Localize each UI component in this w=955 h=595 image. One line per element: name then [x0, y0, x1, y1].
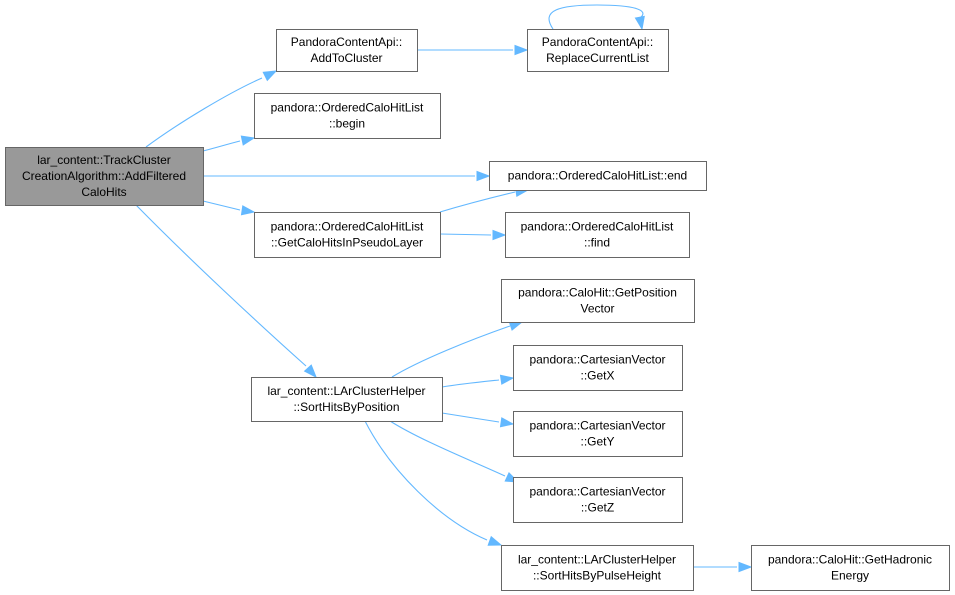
node-label-line: pandora::OrderedCaloHitList — [521, 220, 674, 234]
node-begin[interactable]: pandora::OrderedCaloHitList::begin — [254, 93, 441, 139]
edge-arrowhead — [499, 417, 515, 428]
node-label-line: CaloHits — [81, 185, 126, 199]
edge-sortHitsByPosition-to-getZ — [389, 420, 520, 483]
node-label-line: pandora::CartesianVector — [529, 485, 665, 499]
node-end[interactable]: pandora::OrderedCaloHitList::end — [489, 161, 707, 191]
node-box — [5, 147, 204, 206]
edge-root-to-getCaloHitsInPseudoLayer — [202, 200, 256, 216]
edge-root-to-end — [203, 170, 491, 182]
edge-line — [439, 191, 516, 213]
node-find[interactable]: pandora::OrderedCaloHitList::find — [505, 212, 690, 258]
edge-root-to-begin — [202, 135, 256, 152]
edge-line — [441, 379, 500, 388]
edge-root-to-sortHitsByPosition — [135, 204, 317, 379]
node-label-line: ::GetY — [580, 435, 614, 449]
node-box — [276, 29, 418, 72]
node-box — [513, 477, 683, 523]
node-box — [501, 545, 694, 591]
node-label-line: ReplaceCurrentList — [546, 51, 649, 65]
edge-sortHitsByPosition-to-getPositionVector — [391, 320, 524, 378]
edge-line — [439, 233, 492, 236]
edge-line — [391, 325, 511, 378]
edge-line — [389, 420, 506, 477]
node-box — [254, 212, 441, 258]
edge-line — [441, 412, 500, 423]
node-label-line: CreationAlgorithm::AddFiltered — [22, 169, 186, 183]
edge-getCaloHitsInPseudoLayer-to-find — [439, 229, 507, 241]
edge-arrowhead — [634, 15, 645, 31]
node-sortHitsByPulseHeight[interactable]: lar_content::LArClusterHelper::SortHitsB… — [501, 545, 694, 591]
edge-arrowhead — [487, 535, 503, 546]
edge-sortHitsByPosition-to-sortHitsByPulseHeight — [364, 420, 503, 546]
edge-arrowhead — [262, 70, 278, 82]
node-label-line: ::GetZ — [581, 501, 614, 515]
node-box — [254, 93, 441, 139]
edge-line — [202, 140, 241, 152]
edge-line — [202, 200, 241, 211]
edge-replaceCurrentList-to-replaceCurrentList — [548, 4, 645, 31]
node-label-line: pandora::CartesianVector — [529, 353, 665, 367]
edge-arrowhead — [303, 364, 317, 379]
edge-sortHitsByPulseHeight-to-getHadronicEnergy — [693, 561, 753, 573]
node-getY[interactable]: pandora::CartesianVector::GetY — [513, 411, 683, 457]
node-label-line: PandoraContentApi:: — [291, 35, 402, 49]
edge-arrowhead — [476, 170, 491, 182]
node-label-line: pandora::OrderedCaloHitList — [271, 220, 424, 234]
node-replaceCurrentList[interactable]: PandoraContentApi::ReplaceCurrentList — [527, 29, 669, 72]
edge-sortHitsByPosition-to-getX — [441, 374, 515, 388]
node-label-line: Vector — [580, 302, 614, 316]
node-box — [513, 411, 683, 457]
node-box — [513, 345, 683, 391]
nodes-layer: lar_content::TrackClusterCreationAlgorit… — [5, 29, 950, 591]
node-label-line: pandora::OrderedCaloHitList::end — [508, 169, 687, 183]
node-sortHitsByPosition[interactable]: lar_content::LArClusterHelper::SortHitsB… — [251, 377, 443, 422]
edge-line — [135, 204, 307, 367]
node-label-line: pandora::CartesianVector — [529, 419, 665, 433]
node-box — [527, 29, 669, 72]
node-box — [489, 161, 707, 191]
node-box — [751, 545, 950, 591]
node-label-line: ::GetCaloHitsInPseudoLayer — [271, 236, 423, 250]
node-label-line: ::SortHitsByPosition — [293, 400, 399, 414]
node-label-line: lar_content::TrackCluster — [37, 153, 171, 167]
node-label-line: ::find — [584, 236, 610, 250]
node-label-line: lar_content::LArClusterHelper — [267, 384, 425, 398]
edge-arrowhead — [514, 44, 529, 56]
node-label-line: ::begin — [329, 117, 365, 131]
node-getX[interactable]: pandora::CartesianVector::GetX — [513, 345, 683, 391]
node-label-line: ::SortHitsByPulseHeight — [533, 569, 662, 583]
edge-arrowhead — [240, 205, 256, 216]
node-label-line: PandoraContentApi:: — [542, 35, 653, 49]
edge-line — [145, 77, 263, 148]
node-label-line: ::GetX — [580, 369, 614, 383]
node-addToCluster[interactable]: PandoraContentApi::AddToCluster — [276, 29, 418, 72]
node-box — [501, 279, 695, 323]
edge-getCaloHitsInPseudoLayer-to-end — [439, 186, 530, 213]
edge-arrowhead — [492, 229, 507, 241]
node-root[interactable]: lar_content::TrackClusterCreationAlgorit… — [5, 147, 204, 206]
edge-line — [548, 4, 644, 30]
node-label-line: AddToCluster — [310, 51, 382, 65]
edge-arrowhead — [499, 374, 515, 385]
edge-arrowhead — [738, 561, 753, 573]
node-getCaloHitsInPseudoLayer[interactable]: pandora::OrderedCaloHitList::GetCaloHits… — [254, 212, 441, 258]
node-box — [251, 377, 443, 422]
edge-arrowhead — [240, 135, 256, 146]
node-getZ[interactable]: pandora::CartesianVector::GetZ — [513, 477, 683, 523]
node-box — [505, 212, 690, 258]
edge-sortHitsByPosition-to-getY — [441, 412, 515, 428]
edge-line — [364, 420, 488, 541]
node-label-line: pandora::CaloHit::GetHadronic — [768, 553, 932, 567]
edges-layer — [135, 4, 753, 573]
node-label-line: pandora::CaloHit::GetPosition — [518, 286, 677, 300]
node-label-line: lar_content::LArClusterHelper — [518, 553, 676, 567]
node-label-line: Energy — [831, 569, 869, 583]
edge-root-to-addToCluster — [145, 70, 278, 148]
node-label-line: pandora::OrderedCaloHitList — [271, 101, 424, 115]
edge-addToCluster-to-replaceCurrentList — [417, 44, 529, 56]
